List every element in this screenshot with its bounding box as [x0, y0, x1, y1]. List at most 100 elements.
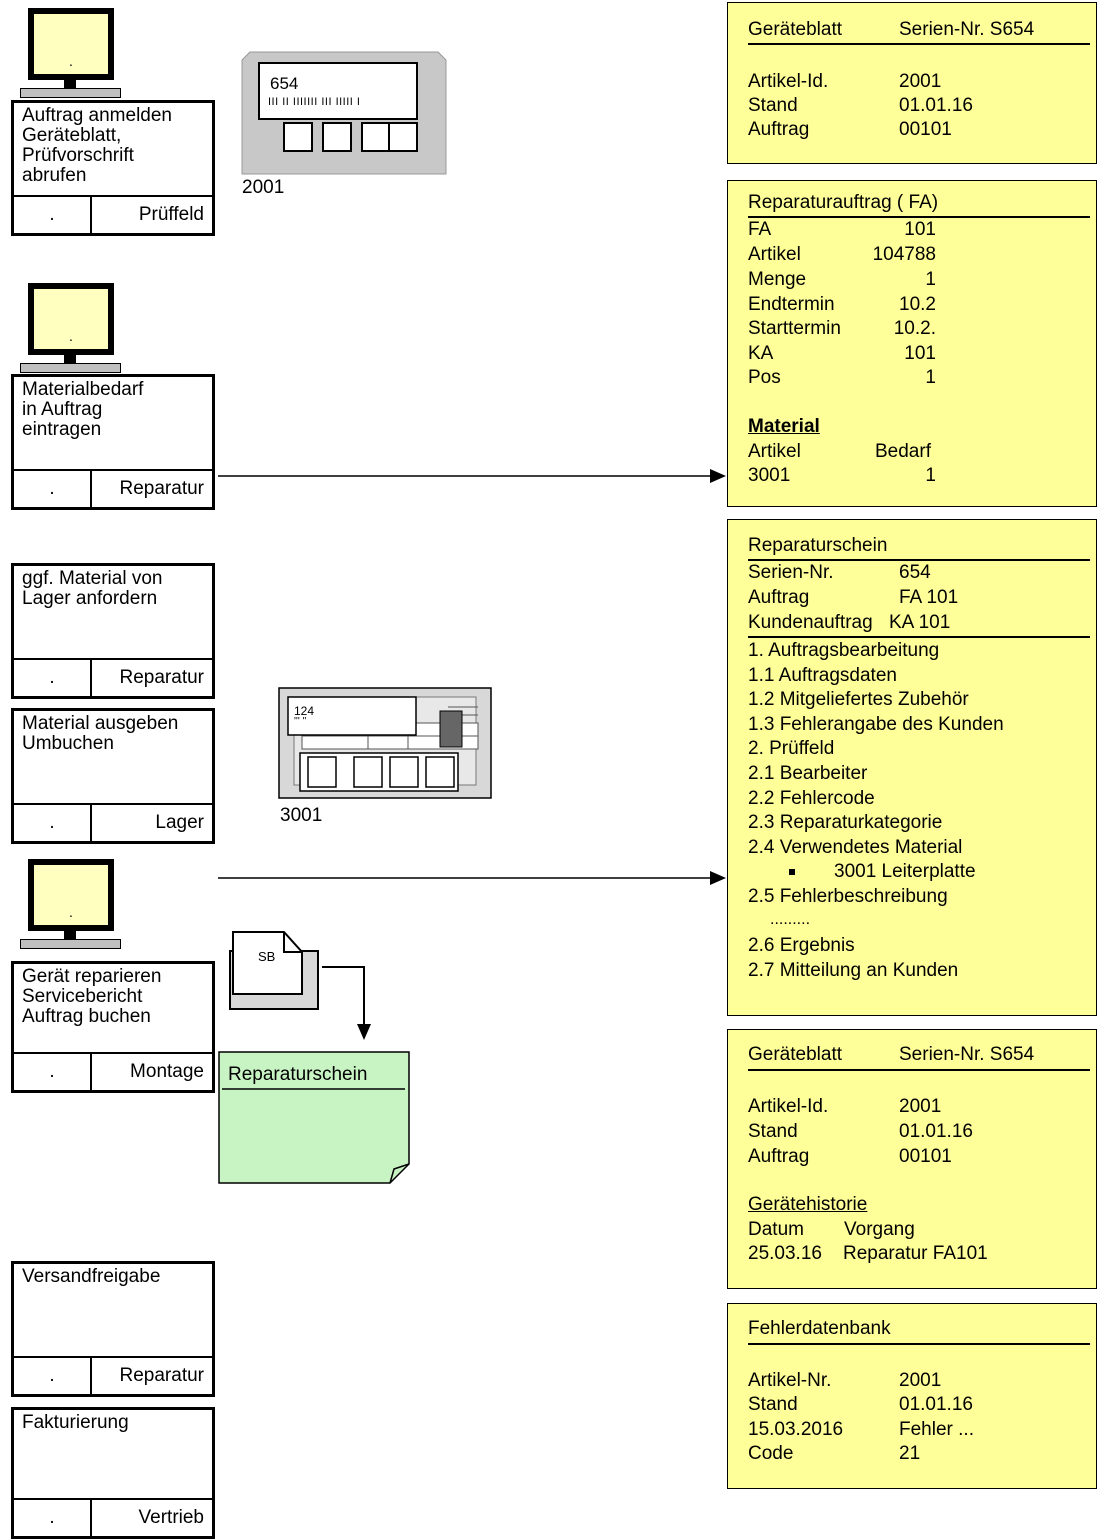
step-text: Material ausgeben Umbuchen — [22, 713, 179, 754]
section-item: 2.1 Bearbeiter — [748, 763, 868, 784]
computer-icon: . — [20, 8, 121, 98]
section-item: 2.5 Fehlerbeschreibung — [748, 886, 948, 907]
device-label: 2001 — [242, 177, 285, 198]
section-item: 2.4 Verwendetes Material — [748, 837, 963, 858]
material-quantity: 1 — [925, 465, 936, 486]
computer-icon: . — [20, 283, 121, 373]
error-database-panel: Fehlerdatenbank Artikel-Nr. 2001 Stand 0… — [727, 1303, 1097, 1489]
field-value: Fehler ... — [899, 1419, 974, 1440]
step-department: Reparatur — [119, 1365, 205, 1386]
field-label: Artikel-Id. — [748, 1096, 829, 1117]
column-header: Bedarf — [875, 441, 931, 462]
step-text: Versandfreigabe — [22, 1266, 161, 1287]
section-item: 1.1 Auftragsdaten — [748, 665, 897, 686]
computer-screen: . — [34, 14, 108, 74]
field-value: 101 — [904, 343, 936, 364]
section-item: 2. Prüffeld — [748, 738, 835, 759]
field-value: 00101 — [899, 119, 952, 140]
circuit-board-icon — [278, 687, 492, 799]
field-label: Endtermin — [748, 294, 835, 315]
field-label: Menge — [748, 269, 807, 290]
process-step: Gerät reparieren Servicebericht Auftrag … — [11, 961, 215, 1093]
bullet-icon — [789, 869, 795, 875]
field-label: Pos — [748, 367, 781, 388]
field-label: KA — [748, 343, 774, 364]
step-department: Prüffeld — [138, 204, 204, 225]
field-label: FA — [748, 219, 772, 240]
step-text: Auftrag anmelden Geräteblatt, Prüfvorsch… — [22, 105, 172, 186]
repair-note-title: Reparaturschein — [228, 1064, 368, 1085]
process-step: Auftrag anmelden Geräteblatt, Prüfvorsch… — [11, 100, 215, 236]
panel-serial: Serien-Nr. S654 — [899, 19, 1035, 40]
flow-arrow — [218, 469, 726, 483]
history-event: Reparatur FA101 — [843, 1243, 988, 1264]
field-label: Serien-Nr. — [748, 562, 834, 583]
column-header: Artikel — [748, 441, 801, 462]
panel-title: Geräteblatt — [748, 1044, 842, 1065]
process-step: Versandfreigabe . Reparatur — [11, 1261, 215, 1397]
step-department: Reparatur — [119, 667, 205, 688]
field-value: 654 — [899, 562, 931, 583]
section-item: 2.2 Fehlercode — [748, 788, 875, 809]
step-department: Reparatur — [119, 478, 205, 499]
computer-icon: . — [20, 859, 121, 949]
device-label: 3001 — [280, 805, 323, 826]
field-label: 15.03.2016 — [748, 1419, 844, 1440]
section-item: 1.2 Mitgeliefertes Zubehör — [748, 689, 969, 710]
field-value: 2001 — [899, 71, 942, 92]
connector-arrow — [322, 966, 371, 1040]
device-sheet-history-panel: Geräteblatt Serien-Nr. S654 Artikel-Id. … — [727, 1029, 1097, 1289]
field-label: Stand — [748, 1121, 798, 1142]
repair-note — [218, 1051, 410, 1184]
field-value: 21 — [899, 1443, 921, 1464]
step-marker: . — [14, 660, 92, 696]
field-value: 104788 — [872, 244, 936, 265]
step-marker: . — [14, 471, 92, 507]
step-department: Lager — [155, 812, 204, 833]
field-value: 1 — [925, 367, 936, 388]
repair-order-panel: Reparaturauftrag ( FA) FA 101 Artikel 10… — [727, 180, 1097, 507]
field-value: 1 — [925, 269, 936, 290]
field-label: Stand — [748, 1394, 798, 1415]
step-marker: . — [14, 197, 92, 233]
process-step: ggf. Material von Lager anfordern . Repar… — [11, 563, 215, 699]
step-text: ggf. Material von Lager anfordern — [22, 568, 163, 609]
field-label: Starttermin — [748, 318, 841, 339]
panel-title: Reparaturauftrag ( FA) — [748, 192, 939, 213]
step-department: Vertrieb — [138, 1507, 204, 1528]
bullet-item: 3001 Leiterplatte — [834, 861, 976, 882]
section-item: 2.3 Reparaturkategorie — [748, 812, 943, 833]
repair-report-panel: Reparaturschein Serien-Nr. 654 Auftrag F… — [727, 519, 1097, 1016]
material-article: 3001 — [748, 465, 791, 486]
device-barcode: III II IIIIIII III IIIII I — [268, 96, 361, 108]
section-item: 2.7 Mitteilung an Kunden — [748, 960, 959, 981]
field-value: 101 — [904, 219, 936, 240]
field-value: 00101 — [899, 1146, 952, 1167]
field-label: Code — [748, 1443, 794, 1464]
section-item: 1.3 Fehlerangabe des Kunden — [748, 714, 1004, 735]
field-label: Auftrag — [748, 1146, 810, 1167]
step-marker: . — [14, 1358, 92, 1394]
step-text: Gerät reparieren Servicebericht Auftrag … — [22, 966, 162, 1027]
history-date: 25.03.16 — [748, 1243, 822, 1264]
process-step: Material ausgeben Umbuchen .Lager — [11, 708, 215, 844]
section-item: 2.6 Ergebnis — [748, 935, 855, 956]
step-text: Fakturierung — [22, 1412, 129, 1433]
field-value: 01.01.16 — [899, 1121, 973, 1142]
process-step: Fakturierung . Vertrieb — [11, 1407, 215, 1539]
material-heading: Material — [748, 416, 820, 437]
field-value: KA 101 — [889, 612, 951, 633]
history-heading: Gerätehistorie — [748, 1194, 868, 1215]
field-label: Auftrag — [748, 587, 810, 608]
field-value: 10.2. — [893, 318, 936, 339]
computer-screen: . — [34, 865, 108, 925]
device-icon — [241, 51, 447, 175]
section-item: 1. Auftragsbearbeitung — [748, 640, 940, 661]
step-marker: . — [14, 1500, 92, 1536]
panel-title: Geräteblatt — [748, 19, 842, 40]
field-label: Artikel-Nr. — [748, 1370, 832, 1391]
column-header: Vorgang — [844, 1219, 915, 1240]
field-label: Stand — [748, 95, 798, 116]
field-value: FA 101 — [899, 587, 959, 608]
ellipsis-item: ......... — [770, 911, 811, 928]
